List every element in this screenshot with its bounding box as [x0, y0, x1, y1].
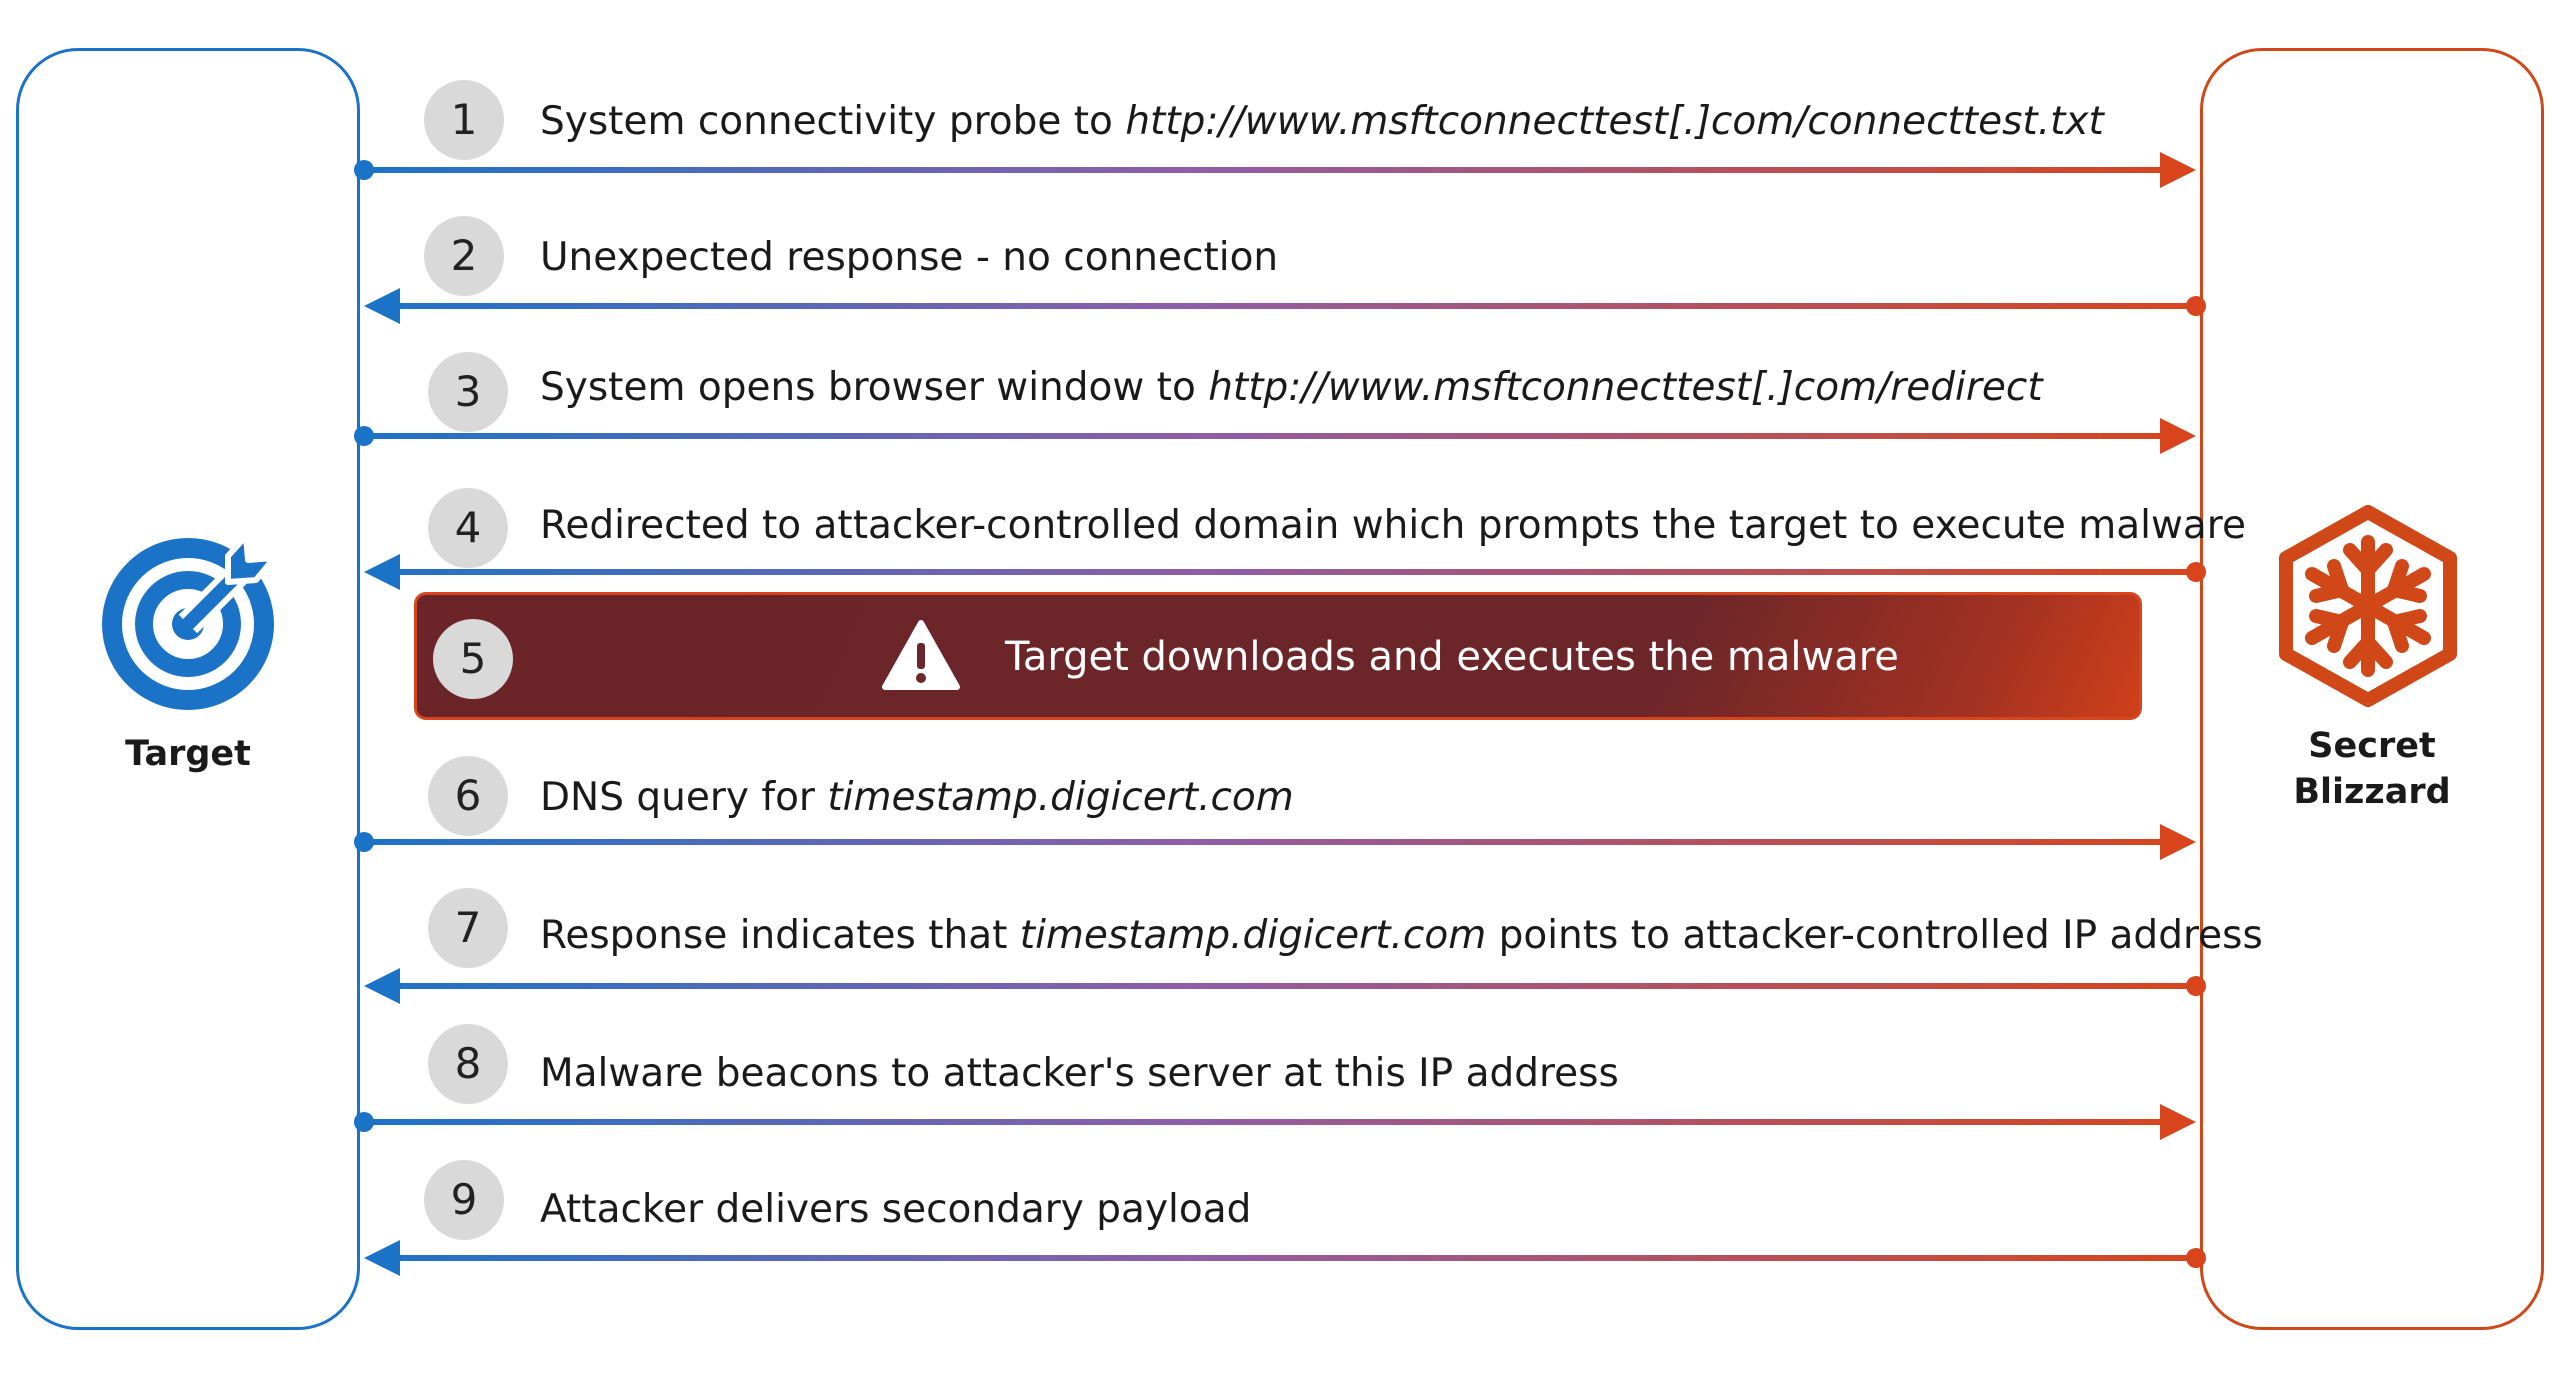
arrow-step-2	[364, 288, 2206, 324]
arrow-head	[364, 288, 400, 324]
step-number: 4	[428, 488, 508, 568]
snowflake-hexagon-icon	[2279, 505, 2457, 707]
attacker-label-line2: Blizzard	[2293, 771, 2451, 812]
arrow-origin-dot	[354, 832, 374, 852]
arrow-step-4	[364, 554, 2206, 590]
arrow-step-8	[354, 1104, 2196, 1140]
malware-execution-banner: 5 Target downloads and executes the malw…	[414, 592, 2142, 720]
step-text: Unexpected response - no connection	[540, 238, 1278, 277]
arrow-origin-dot	[354, 1112, 374, 1132]
arrow-step-7	[364, 968, 2206, 1004]
arrow-step-1	[354, 152, 2196, 188]
target-label: Target	[125, 734, 251, 774]
step-number: 2	[424, 216, 504, 296]
arrow-origin-dot	[2186, 976, 2206, 996]
arrow-step-6	[354, 824, 2196, 860]
step-number: 1	[424, 80, 504, 160]
banner-text: Target downloads and executes the malwar…	[1005, 634, 1899, 680]
arrow-head	[2160, 1104, 2196, 1140]
arrow-head	[364, 1240, 400, 1276]
step-text: System opens browser window to http://ww…	[540, 368, 2043, 407]
step-number: 9	[424, 1160, 504, 1240]
step-text-plain: Malware beacons to attacker's server at …	[540, 1051, 1619, 1096]
step-text-plain: Unexpected response - no connection	[540, 235, 1279, 280]
arrow-origin-dot	[354, 160, 374, 180]
step-number: 3	[428, 352, 508, 432]
step-text-plain: Redirected to attacker-controlled domain…	[540, 503, 2246, 548]
step-5-number: 5	[433, 619, 513, 699]
step-text: Attacker delivers secondary payload	[540, 1190, 1251, 1229]
step-text-italic: timestamp.digicert.com	[827, 775, 1294, 820]
arrow-head	[364, 968, 400, 1004]
step-text-plain: DNS query for	[540, 775, 828, 820]
target-swimlane	[16, 48, 360, 1330]
step-text: Response indicates that timestamp.digice…	[540, 916, 2263, 955]
step-text: System connectivity probe to http://www.…	[540, 102, 2104, 141]
step-text: Redirected to attacker-controlled domain…	[540, 506, 2246, 545]
attacker-label: Secret Blizzard	[2200, 724, 2544, 815]
warning-triangle-icon	[882, 620, 960, 690]
step-number: 7	[428, 888, 508, 968]
attacker-swimlane	[2200, 48, 2544, 1330]
step-number: 8	[428, 1024, 508, 1104]
attacker-label-line1: Secret	[2308, 726, 2436, 766]
step-text: Malware beacons to attacker's server at …	[540, 1054, 1619, 1093]
step-text-plain: System connectivity probe to	[540, 99, 1126, 144]
arrow-origin-dot	[2186, 1248, 2206, 1268]
arrow-head	[2160, 152, 2196, 188]
step-text-italic: timestamp.digicert.com	[1019, 913, 1487, 958]
target-bullseye-icon	[102, 533, 277, 710]
arrow-head	[2160, 824, 2196, 860]
step-text-italic: http://www.msftconnecttest[.]com/connect…	[1125, 99, 2104, 144]
step-text-plain: System opens browser window to	[540, 365, 1209, 410]
arrow-origin-dot	[2186, 296, 2206, 316]
arrow-origin-dot	[354, 426, 374, 446]
arrow-step-9	[364, 1240, 2206, 1276]
step-text-italic: http://www.msftconnecttest[.]com/redirec…	[1208, 365, 2043, 410]
step-text-plain: Response indicates that	[540, 913, 1020, 958]
step-text: DNS query for timestamp.digicert.com	[540, 778, 1294, 817]
step-text-plain: Attacker delivers secondary payload	[540, 1187, 1252, 1232]
step-number: 6	[428, 756, 508, 836]
arrow-origin-dot	[2186, 562, 2206, 582]
step-text-tail: points to attacker-controlled IP address	[1486, 913, 2263, 958]
arrow-head	[2160, 418, 2196, 454]
arrow-head	[364, 554, 400, 590]
arrow-step-3	[354, 418, 2196, 454]
